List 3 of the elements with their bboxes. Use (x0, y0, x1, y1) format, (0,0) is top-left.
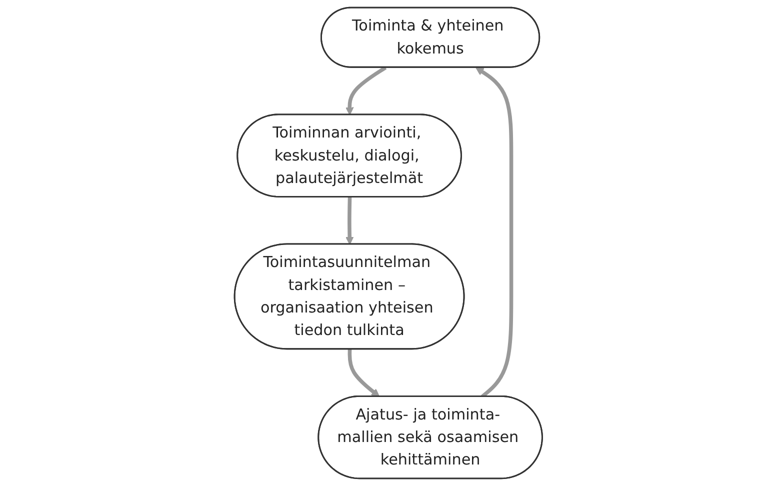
arrow (348, 349, 380, 398)
arrow (346, 66, 387, 116)
arrow (346, 197, 354, 245)
